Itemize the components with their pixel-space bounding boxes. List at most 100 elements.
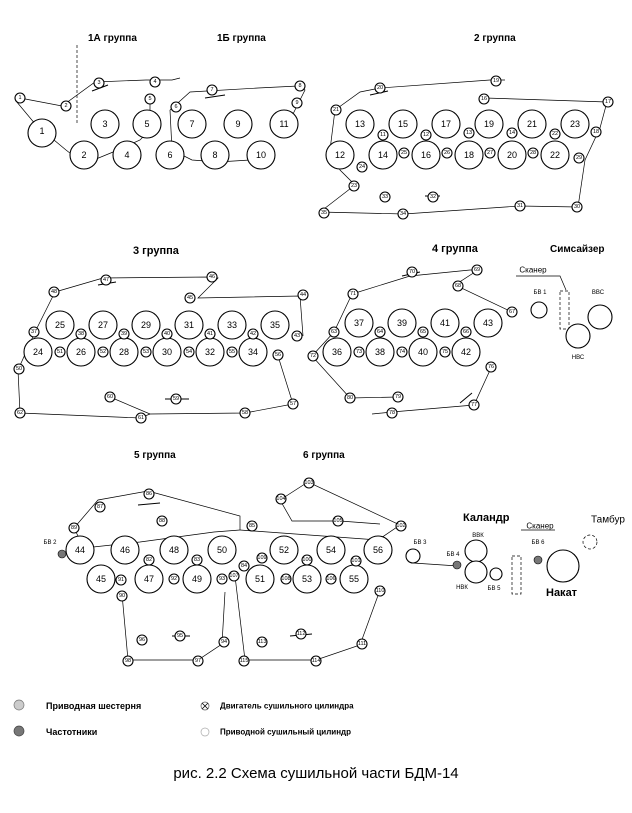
felt-roll: [104, 391, 116, 403]
dryer-cylinder: [246, 140, 276, 170]
felt-roll: [291, 97, 303, 109]
felt-roll: [192, 655, 204, 667]
cylinder-number: 18: [464, 150, 474, 160]
dryer-cylinder: [387, 308, 417, 338]
dryer-cylinder: [497, 140, 527, 170]
cylinder-number: 29: [141, 320, 151, 330]
equipment-label: БВ 5: [488, 586, 502, 592]
roll-number: 88: [159, 518, 165, 524]
felt-3-bottom: [109, 355, 294, 415]
guide-roll-bv3: [405, 548, 421, 564]
felt-roll: [379, 191, 391, 203]
dryer-cylinder: [110, 535, 140, 565]
size-press-roll-upper: [587, 304, 613, 330]
felt-roll: [420, 129, 432, 141]
roll-number: 57: [290, 401, 296, 407]
felt-roll: [374, 82, 386, 94]
felt-roll: [14, 92, 26, 104]
cylinder-number: 22: [550, 150, 560, 160]
felt-6-upper: [279, 499, 381, 525]
roll-number: 63: [331, 329, 337, 335]
roll-number: 55: [229, 349, 235, 355]
group-3-title: 3 группа: [133, 245, 180, 257]
dryer-cylinder: [23, 337, 53, 367]
roll-number: 35: [321, 210, 327, 216]
felt-roll: [295, 628, 307, 640]
frequency-drive-marker: [57, 549, 67, 559]
felt-roll: [226, 346, 238, 358]
felt-roll: [239, 407, 251, 419]
roll-number: 101: [351, 558, 360, 564]
felt-roll: [398, 147, 410, 159]
roll-number: 106: [326, 576, 335, 582]
roll-number: 5: [148, 96, 151, 102]
scanner-frame: [559, 290, 570, 330]
cylinder-number: 42: [461, 347, 471, 357]
felt-roll: [60, 100, 72, 112]
roll-number: 103: [304, 480, 313, 486]
roll-number: 114: [312, 658, 321, 664]
dryer-cylinder: [474, 109, 504, 139]
felt-roll: [136, 634, 148, 646]
equipment-label: БВ 4: [447, 552, 461, 558]
roll-number: 76: [488, 364, 494, 370]
scanner-leader: [516, 275, 567, 291]
felt-roll: [356, 638, 368, 650]
felt-roll: [116, 590, 128, 602]
felt-roll: [392, 391, 404, 403]
felt-roll: [135, 412, 147, 424]
calender-title: Каландр: [463, 512, 510, 524]
felt-roll: [328, 326, 340, 338]
felt-roll: [216, 573, 228, 585]
cylinder-number: 14: [378, 150, 388, 160]
roll-number: 7: [210, 87, 213, 93]
cylinder-number: 6: [167, 150, 172, 160]
dryer-cylinder: [368, 140, 398, 170]
tension-arrow: [459, 392, 473, 404]
roll-number: 54: [186, 349, 192, 355]
frequency-drive-legend-icon: [13, 725, 25, 737]
dryer-cylinder: [207, 535, 237, 565]
dryer-cylinder: [245, 564, 275, 594]
dryer-cylinder: [132, 109, 162, 139]
reel-title: Накат: [546, 587, 578, 599]
cylinder-number: 23: [570, 119, 580, 129]
dryer-cylinder: [159, 535, 189, 565]
roll-number: 115: [240, 658, 249, 664]
felt-roll: [417, 326, 429, 338]
cylinder-number: 5: [144, 119, 149, 129]
roll-number: 82: [146, 557, 152, 563]
cylinder-number: 7: [189, 119, 194, 129]
cylinder-number: 12: [335, 150, 345, 160]
roll-number: 34: [400, 211, 406, 217]
roll-number: 30: [574, 204, 580, 210]
felt-roll: [144, 93, 156, 105]
felt-roll: [406, 266, 418, 278]
cylinder-number: 47: [144, 574, 154, 584]
felt-roll: [143, 554, 155, 566]
felt-roll: [170, 101, 182, 113]
roll-number: 46: [209, 274, 215, 280]
cylinder-number: 16: [421, 150, 431, 160]
roll-number: 83: [194, 557, 200, 563]
cylinder-number: 11: [279, 119, 288, 129]
roll-number: 40: [164, 331, 170, 337]
felt-roll: [348, 180, 360, 192]
cylinder-number: 38: [375, 347, 385, 357]
roll-number: 102: [396, 523, 405, 529]
dryer-cylinder: [65, 535, 95, 565]
roll-number: 91: [118, 577, 124, 583]
roll-number: 84: [241, 563, 247, 569]
roll-number: 18: [593, 129, 599, 135]
roll-number: 97: [195, 658, 201, 664]
guide-roll-bv5: [489, 567, 503, 581]
figure-caption: рис. 2.2 Схема сушильной части БДМ-14: [173, 765, 459, 782]
roll-number: 26: [444, 150, 450, 156]
legend-frequency-drive-label: Частотники: [46, 727, 97, 737]
roll-number: 17: [605, 99, 611, 105]
frequency-drive-marker: [452, 560, 462, 570]
dryer-cylinder: [363, 535, 393, 565]
roll-number: 70: [409, 269, 415, 275]
roll-number: 28: [530, 150, 536, 156]
equipment-label: БВ 6: [532, 540, 546, 546]
